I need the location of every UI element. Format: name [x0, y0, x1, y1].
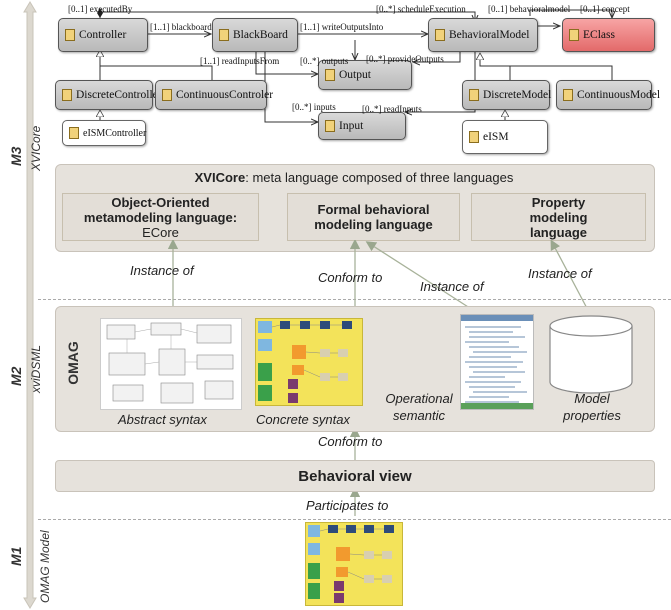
label-model-properties: Model properties	[563, 391, 621, 423]
class-continuous-model[interactable]: ContinuousModel	[556, 80, 660, 110]
relation-provide-outputs: [0..*] provideOutputs	[366, 54, 444, 64]
class-continuous-controler[interactable]: ContinuousControler	[155, 80, 273, 110]
relation-executed-by: [0..1] executedBy	[68, 4, 133, 14]
class-icon	[65, 29, 75, 41]
label-participates-to: Participates to	[306, 498, 389, 513]
relation-concept: [0..1] concept	[580, 4, 630, 14]
label-instance-of-properties: Instance of	[528, 266, 592, 281]
class-discrete-model[interactable]: DiscreteModel	[462, 80, 551, 110]
class-icon	[325, 69, 335, 81]
label-concrete-syntax: Concrete syntax	[256, 412, 350, 427]
level-bar	[23, 1, 37, 609]
relation-write-outputs-into: [1..1] writeOutputsInto	[300, 22, 384, 32]
concrete-syntax-graphic	[258, 321, 352, 403]
label-operational-semantic: Operational semantic	[385, 391, 453, 423]
class-icon	[563, 89, 573, 101]
level-arrows	[167, 240, 591, 516]
model-properties-database-icon[interactable]	[548, 314, 634, 396]
level-m1-sublabel: OMAG Model	[38, 530, 52, 603]
language-formal-behavioral[interactable]: Formal behavioral modeling language	[287, 193, 460, 241]
relation-read-inputs-from: [1..1] readInputsFrom	[200, 56, 280, 66]
relation-inputs: [0..*] inputs	[292, 102, 336, 112]
omag-model-thumbnail[interactable]	[305, 522, 403, 606]
omag-model-graphic	[308, 525, 394, 603]
metamodel-thumbnail-graphic	[106, 322, 234, 404]
class-discrete-controller[interactable]: DiscreteController	[55, 80, 162, 110]
metamodel-connectors	[0, 0, 671, 170]
relation-outputs: [0..*] outputs	[300, 56, 349, 66]
language-property-modeling[interactable]: Property modeling language	[471, 193, 646, 241]
class-input[interactable]: Input	[318, 112, 406, 140]
level-separator-m2-m1	[38, 519, 671, 520]
relation-blackboard: [1..1] blackboard	[150, 22, 212, 32]
omag-label: OMAG	[65, 341, 81, 385]
label-conform-to-view: Conform to	[318, 434, 383, 449]
code-listing-graphic	[461, 315, 533, 409]
label-conform-to-behavioral: Conform to	[318, 270, 383, 285]
relation-schedule-execution: [0..*] scheduleExecution	[376, 4, 466, 14]
label-instance-of-semantic: Instance of	[420, 279, 484, 294]
class-icon	[69, 127, 79, 139]
class-icon	[325, 120, 335, 132]
class-icon	[435, 29, 445, 41]
class-icon	[162, 89, 172, 101]
class-icon	[62, 89, 72, 101]
label-abstract-syntax: Abstract syntax	[118, 412, 207, 427]
class-controller[interactable]: Controller	[58, 18, 148, 52]
behavioral-view-bar[interactable]: Behavioral view	[55, 460, 655, 492]
class-icon	[219, 29, 229, 41]
abstract-syntax-thumbnail[interactable]	[100, 318, 242, 410]
class-output[interactable]: Output	[318, 60, 412, 90]
operational-semantic-thumbnail[interactable]	[460, 314, 534, 410]
class-eclass[interactable]: EClass	[562, 18, 655, 52]
label-instance-of-ecore: Instance of	[130, 263, 194, 278]
class-eism[interactable]: eISM	[462, 120, 548, 154]
class-icon	[469, 131, 479, 143]
class-eism-controller[interactable]: eISMController	[62, 120, 146, 146]
concrete-syntax-thumbnail[interactable]	[255, 318, 363, 406]
xvicore-title: XVICore: meta language composed of three…	[194, 170, 514, 185]
class-icon	[569, 29, 579, 41]
language-object-oriented[interactable]: Object-Oriented metamodeling language: E…	[62, 193, 259, 241]
relation-behavioral-model: [0..1] behavioralmodel	[488, 4, 571, 14]
class-behavioral-model[interactable]: BehavioralModel	[428, 18, 538, 52]
class-icon	[469, 89, 479, 101]
relation-read-inputs: [0..*] readInputs	[362, 104, 422, 114]
class-blackboard[interactable]: BlackBoard	[212, 18, 298, 52]
